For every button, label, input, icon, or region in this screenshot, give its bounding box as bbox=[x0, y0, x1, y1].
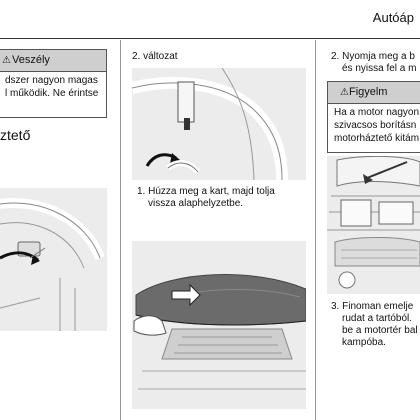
warning-triangle-icon: ⚠ bbox=[2, 55, 11, 66]
illustration-lever-variant2 bbox=[132, 68, 306, 180]
illustration-hood-prop-rod bbox=[327, 156, 420, 294]
header-rule bbox=[0, 38, 420, 39]
step-3-line: kampóba. bbox=[342, 337, 386, 348]
danger-warning-title: Veszély bbox=[12, 54, 50, 66]
danger-warning-body: dszer nagyon magas l működik. Ne érintse bbox=[0, 72, 106, 102]
step-2-line: és nyissa fel a m bbox=[342, 63, 417, 74]
danger-warning-header: ⚠Veszély bbox=[0, 50, 106, 72]
danger-warning-line: dszer nagyon magas bbox=[5, 75, 98, 86]
caution-warning-line: Ha a motor nagyon bbox=[334, 107, 420, 118]
column-separator bbox=[315, 40, 316, 420]
caution-warning-header: ⚠Figyelm bbox=[328, 82, 420, 104]
danger-warning-box: ⚠Veszély dszer nagyon magas l működik. N… bbox=[0, 49, 107, 118]
step-1-line: 1. Húzza meg a kart, majd tolja bbox=[137, 186, 275, 197]
caution-warning-box: ⚠Figyelm Ha a motor nagyon szivacsos bor… bbox=[327, 81, 420, 153]
dashboard-lever-drawing bbox=[0, 188, 107, 331]
illustration-hood-latch bbox=[132, 241, 306, 409]
column-separator bbox=[120, 40, 121, 420]
caution-warning-body: Ha a motor nagyon szivacsos borításn mot… bbox=[328, 104, 420, 147]
step-2-text: 2. Nyomja meg a b és nyissa fel a m bbox=[331, 51, 416, 75]
illustration-hood-release-lever bbox=[0, 188, 107, 331]
section-heading: ztető bbox=[0, 127, 31, 143]
step-1-line: vissza alaphelyzetbe. bbox=[148, 198, 244, 209]
step-1-text: 1. Húzza meg a kart, majd tolja vissza a… bbox=[137, 186, 275, 210]
warning-triangle-icon: ⚠ bbox=[340, 87, 349, 98]
step-3-line: 3. Finoman emelje bbox=[331, 301, 414, 312]
step-3-line: rudat a tartóból. bbox=[342, 313, 413, 324]
caution-warning-title: Figyelm bbox=[348, 86, 388, 98]
step-2-line: 2. Nyomja meg a b bbox=[331, 51, 415, 62]
caution-warning-line: motorháztető kitám bbox=[334, 133, 420, 144]
step-3-line: be a motortér bal bbox=[342, 325, 418, 336]
pillar-lever-drawing bbox=[132, 68, 306, 180]
page-header-title: Autóáp bbox=[372, 10, 414, 25]
caution-warning-line: szivacsos borításn bbox=[334, 120, 417, 131]
engine-bay-drawing bbox=[327, 156, 420, 294]
danger-warning-line: l működik. Ne érintse bbox=[5, 88, 99, 99]
variant-label: 2. változat bbox=[132, 51, 178, 62]
step-3-text: 3. Finoman emelje rudat a tartóból. be a… bbox=[331, 301, 418, 349]
hood-latch-drawing bbox=[132, 241, 306, 409]
